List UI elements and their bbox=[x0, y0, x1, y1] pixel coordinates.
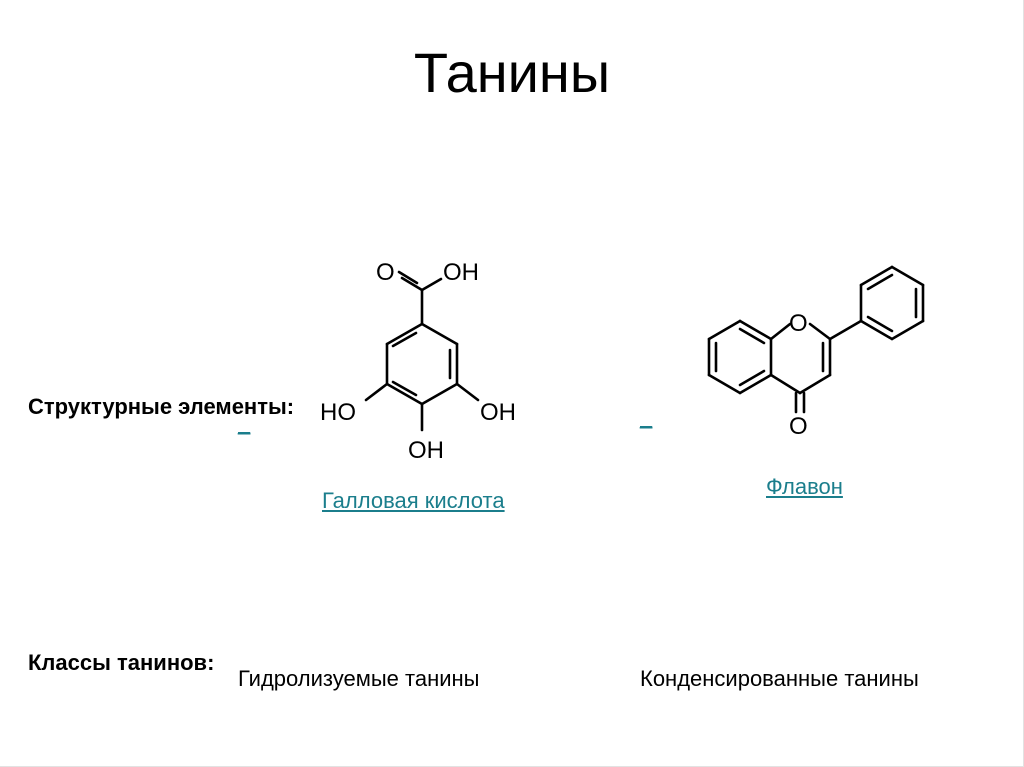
gallic-o-label: O bbox=[376, 259, 395, 286]
flavone-carbonyl-o-label: O bbox=[789, 413, 808, 440]
flavone-ring-o-label: O bbox=[789, 310, 808, 337]
gallic-acid-image-link[interactable]: _ bbox=[238, 410, 251, 435]
condensed-tannins-text: Конденсированные танины bbox=[640, 666, 919, 691]
gallic-acid-link[interactable]: Галловая кислота bbox=[322, 488, 505, 513]
gallic-oh-right-label: OH bbox=[480, 399, 516, 426]
gallic-oh-top-label: OH bbox=[443, 259, 479, 286]
gallic-acid-bonds bbox=[364, 270, 480, 432]
gallic-ho-left-label: HO bbox=[320, 399, 356, 426]
structural-elements-label: Структурные элементы: bbox=[28, 394, 295, 419]
page-title: Танины bbox=[413, 41, 611, 104]
hydrolyzable-tannins-text: Гидролизуемые танины bbox=[238, 666, 480, 691]
flavone-link[interactable]: Флавон bbox=[766, 474, 843, 499]
tannin-classes-label: Классы танинов: bbox=[28, 650, 215, 675]
gallic-oh-bottom-label: OH bbox=[408, 437, 444, 464]
flavone-image-link[interactable]: _ bbox=[640, 404, 653, 429]
flavone-bonds bbox=[707, 265, 925, 414]
